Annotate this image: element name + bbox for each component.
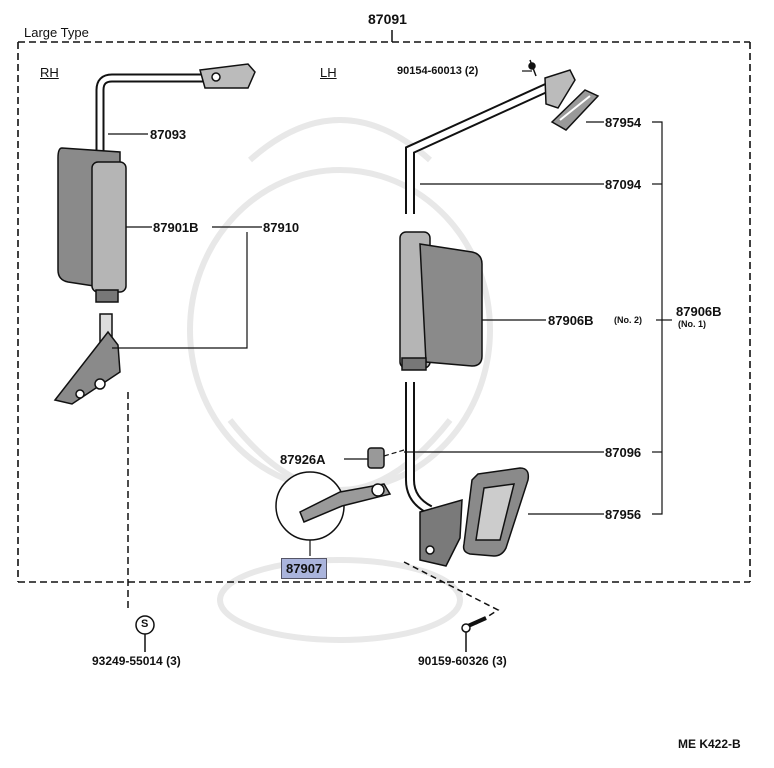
cover-87956: [462, 467, 530, 557]
no1-label: (No. 1): [678, 319, 706, 329]
rh-mirror-arm: [95, 63, 256, 158]
part-87094[interactable]: 87094: [605, 177, 642, 192]
rh-lower-bracket: [53, 313, 121, 405]
footer-diagram-code: ME K422-B: [678, 737, 741, 751]
assembly-part-number[interactable]: 87091: [368, 11, 407, 27]
part-90154[interactable]: 90154-60013 (2): [397, 65, 479, 77]
part-87906b-no1[interactable]: 87906B: [676, 304, 722, 319]
no2-label: (No. 2): [614, 315, 642, 325]
rh-side-label: RH: [40, 65, 59, 80]
part-87093[interactable]: 87093: [150, 127, 187, 142]
lh-mirror-head: [399, 231, 483, 371]
assembly-frame: [17, 41, 751, 583]
part-90159[interactable]: 90159-60326 (3): [418, 654, 507, 668]
lh-side-label: LH: [320, 65, 337, 80]
part-87926a[interactable]: 87926A: [280, 452, 326, 467]
part-87956[interactable]: 87956: [605, 507, 642, 522]
part-87907-highlighted[interactable]: 87907: [281, 558, 328, 579]
part-87954[interactable]: 87954: [605, 115, 642, 130]
header-type-label: Large Type: [24, 25, 89, 40]
part-93249[interactable]: 93249-55014 (3): [92, 654, 181, 668]
screw-90159: [403, 561, 500, 652]
part-87901b[interactable]: 87901B: [153, 220, 199, 235]
lh-mirror-arm: [405, 59, 600, 214]
s-symbol-letter: S: [141, 618, 149, 630]
rh-mirror-head: [57, 147, 127, 303]
s-fastener-symbol: [135, 615, 155, 652]
lh-lower-stay: [405, 382, 463, 567]
part-87910[interactable]: 87910: [263, 220, 300, 235]
part-87906b-no2[interactable]: 87906B: [548, 313, 594, 328]
bushing-87926a: [367, 447, 385, 469]
mirror-87907: [275, 471, 392, 541]
part-87096[interactable]: 87096: [605, 445, 642, 460]
